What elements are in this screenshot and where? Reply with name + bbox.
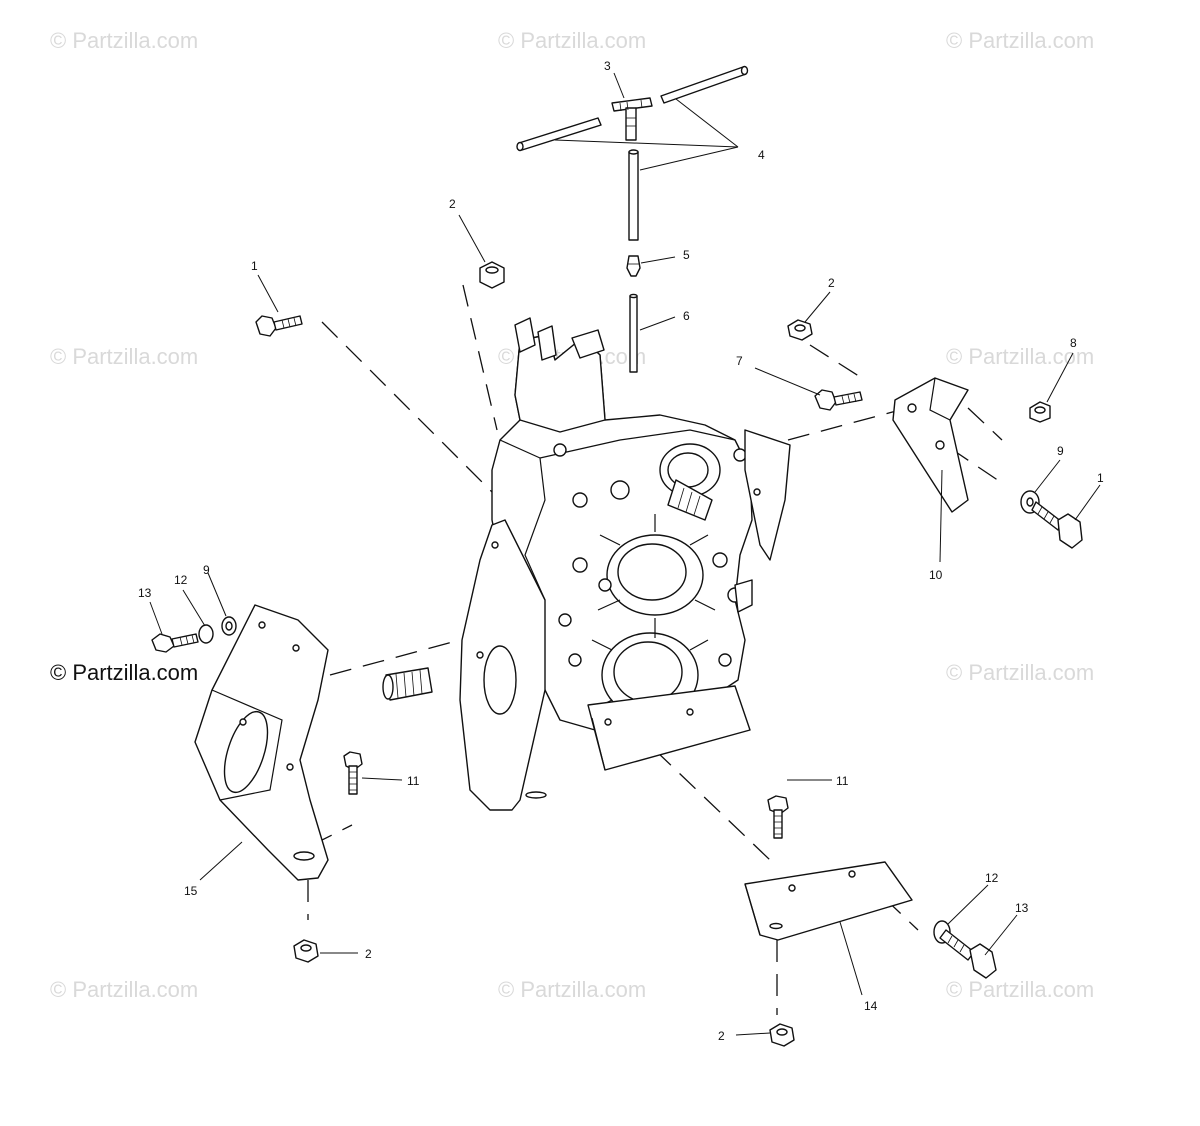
callout-2-upper: 2 — [449, 197, 456, 211]
bolt-13-right-with-washer — [933, 920, 997, 979]
watermark-bottom-center: © Partzilla.com — [498, 977, 647, 1002]
watermark-main: © Partzilla.com — [50, 660, 199, 685]
nut-2-right — [787, 319, 813, 341]
leader-lines — [149, 72, 1101, 1036]
bolt-13-left-with-washers — [151, 616, 237, 653]
callout-1-right: 1 — [1097, 471, 1104, 485]
callout-2-bottom: 2 — [718, 1029, 725, 1043]
callout-4: 4 — [758, 148, 765, 162]
callout-11-right: 11 — [836, 774, 849, 788]
part-15-bracket — [194, 604, 329, 881]
callout-1-upper-left: 1 — [251, 259, 258, 273]
nut-2-upper — [479, 261, 505, 289]
callout-3: 3 — [604, 59, 611, 73]
callout-5: 5 — [683, 248, 690, 262]
watermark-mid-left: © Partzilla.com — [50, 344, 199, 369]
watermark-low-right: © Partzilla.com — [946, 660, 1095, 685]
callout-10: 10 — [929, 568, 943, 582]
watermark-top-left: © Partzilla.com — [50, 28, 199, 53]
callout-13-left: 13 — [138, 586, 152, 600]
callout-13-right: 13 — [1015, 901, 1029, 915]
callout-2-lower-left: 2 — [365, 947, 372, 961]
callout-12-left: 12 — [174, 573, 188, 587]
bolt-1-upper-left — [255, 315, 303, 337]
bolt-11-right — [767, 795, 789, 839]
callout-14: 14 — [864, 999, 878, 1013]
bolt-11-left — [343, 751, 363, 795]
bolt-7 — [814, 389, 863, 411]
callout-9-right: 9 — [1057, 444, 1064, 458]
nut-8 — [1029, 401, 1051, 423]
breather-hose-assembly — [516, 65, 749, 373]
bolt-1-right-with-washer — [1020, 490, 1083, 549]
assembly-guide-lines — [307, 284, 1006, 1015]
callout-2-right: 2 — [828, 276, 835, 290]
part-10-bracket — [892, 377, 969, 513]
nut-2-lower-left — [293, 939, 319, 963]
callout-11-left: 11 — [407, 774, 420, 788]
gearcase-housing — [382, 317, 791, 811]
callout-6: 6 — [683, 309, 690, 323]
part-14-bracket — [744, 861, 913, 941]
watermark-bottom-right: © Partzilla.com — [946, 977, 1095, 1002]
watermark-mid-right: © Partzilla.com — [946, 344, 1095, 369]
callout-7: 7 — [736, 354, 743, 368]
watermark-bottom-left: © Partzilla.com — [50, 977, 199, 1002]
watermark-top-center: © Partzilla.com — [498, 28, 647, 53]
callout-15: 15 — [184, 884, 198, 898]
fasteners — [151, 261, 1083, 1047]
callout-12-right: 12 — [985, 871, 999, 885]
callout-labels: 3 4 2 5 1 2 6 8 7 9 1 10 9 12 13 11 11 1… — [138, 59, 1104, 1043]
nut-2-bottom — [769, 1023, 795, 1047]
callout-8: 8 — [1070, 336, 1077, 350]
callout-9-left: 9 — [203, 563, 210, 577]
watermark-top-right: © Partzilla.com — [946, 28, 1095, 53]
